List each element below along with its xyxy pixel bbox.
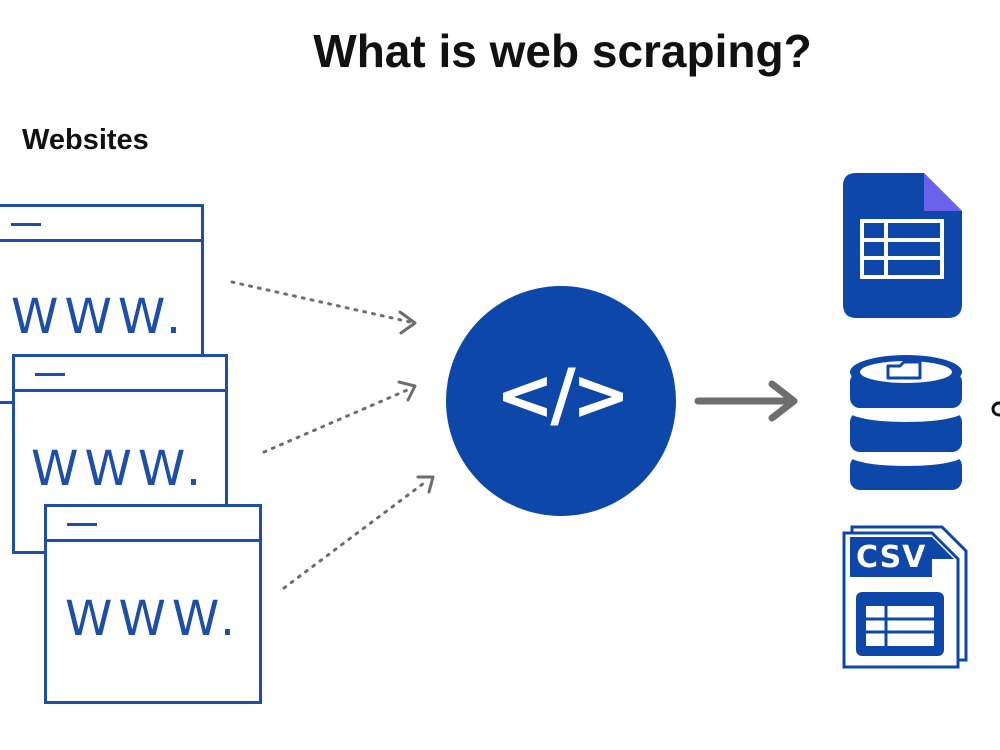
dotted-arrow-2-head [397, 380, 417, 402]
window-title-dash [67, 523, 97, 526]
code-icon: </> [495, 354, 631, 436]
dotted-arrow-3-head [416, 475, 435, 494]
www-text: WWW. [11, 289, 188, 345]
database-icon [850, 355, 962, 490]
csv-label: CSV [856, 540, 927, 575]
dotted-arrow-3 [282, 478, 430, 590]
website-window-3: WWW. [44, 504, 262, 704]
diagram-title: What is web scraping? [313, 25, 812, 77]
window-title-bar [47, 539, 259, 542]
window-title-bar [0, 239, 201, 242]
www-text: WWW. [65, 591, 242, 647]
csv-file-icon [842, 525, 968, 669]
solid-arrow-head [768, 380, 798, 422]
dotted-arrow-1-head [398, 310, 417, 335]
dotted-arrow-1 [230, 280, 412, 324]
edge-fragment-mark [991, 401, 1000, 417]
websites-label: Websites [22, 124, 149, 156]
spreadsheet-icon [843, 173, 962, 318]
window-title-dash [11, 223, 41, 226]
window-title-dash [35, 373, 65, 376]
window-title-bar [15, 389, 225, 392]
dotted-arrow-2 [262, 386, 414, 454]
www-text: WWW. [31, 441, 208, 497]
code-scraper-circle: </> [446, 286, 676, 516]
